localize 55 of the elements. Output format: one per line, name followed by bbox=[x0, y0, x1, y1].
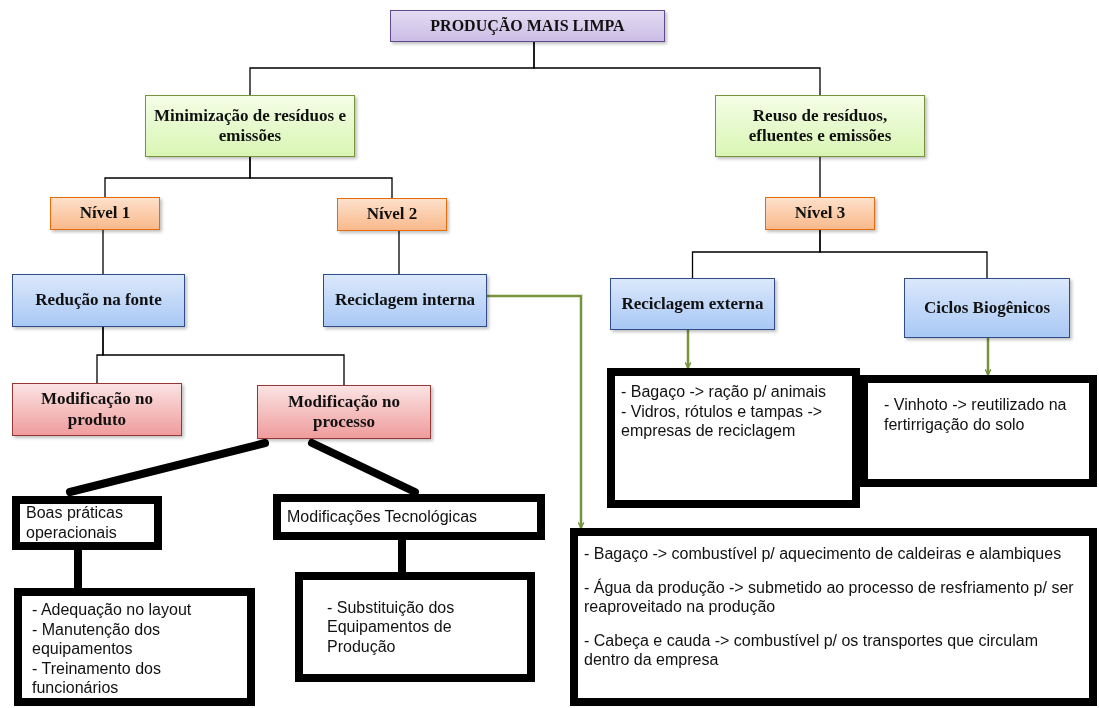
list-item: - Água da produção -> submetido ao processo de resfriamento p/ ser reaproveitado na produção bbox=[584, 577, 1075, 617]
concept-box bbox=[337, 198, 447, 231]
box-label: Minimização de resíduos e emissões bbox=[153, 105, 347, 147]
text-box bbox=[570, 528, 1097, 706]
text-box bbox=[295, 572, 535, 682]
arrow bbox=[684, 330, 692, 369]
connector-line bbox=[308, 439, 419, 496]
list-item: Boas práticas operacionais bbox=[26, 503, 124, 543]
box-label: Reciclagem externa bbox=[621, 293, 764, 315]
text-box bbox=[860, 375, 1097, 487]
text-box bbox=[273, 494, 545, 540]
concept-box bbox=[12, 274, 185, 327]
box-label: Modificação no processo bbox=[287, 391, 401, 433]
connector-line bbox=[398, 230, 400, 275]
list-item: Modificações Tecnológicas bbox=[287, 507, 479, 527]
list-item: - Bagaço -> combustível p/ aquecimento de caldeiras e alambiques bbox=[584, 544, 1063, 564]
box-label: Nível 1 bbox=[79, 203, 131, 224]
concept-box bbox=[145, 95, 355, 157]
concept-box bbox=[715, 95, 925, 157]
box-label: Reuso de resíduos, efluentes e emissões bbox=[747, 105, 893, 147]
concept-box bbox=[12, 383, 182, 436]
concept-box bbox=[257, 385, 431, 439]
box-label: Redução na fonte bbox=[35, 290, 162, 311]
list-item: - Adequação no layout bbox=[32, 600, 193, 620]
connector-line bbox=[533, 41, 821, 96]
arrow bbox=[487, 294, 585, 529]
connector-line bbox=[249, 156, 393, 199]
connector-line bbox=[819, 229, 988, 279]
box-label: Reciclagem interna bbox=[334, 290, 476, 311]
connector-line bbox=[102, 326, 345, 386]
box-label: Ciclos Biogênicos bbox=[923, 297, 1051, 319]
concept-box bbox=[50, 197, 160, 230]
concept-box bbox=[323, 274, 487, 327]
list-item: - Cabeça e cauda -> combustível p/ os transportes que circulam dentro da empresa bbox=[584, 630, 1039, 670]
concept-box bbox=[610, 278, 775, 330]
list-item: - Bagaço -> ração p/ animais bbox=[621, 382, 827, 402]
list-item: - Treinamento dos funcionários bbox=[32, 658, 162, 698]
box-label: PRODUÇÃO MAIS LIMPA bbox=[430, 16, 625, 36]
arrow bbox=[984, 338, 992, 376]
list-item: - Vinhoto -> reutilizado na fertirrigação do solo bbox=[884, 395, 1068, 435]
box-label: Nível 3 bbox=[794, 203, 846, 224]
list-item: - Substituição dos Equipamentos de Produção bbox=[327, 597, 456, 657]
box-label: Nível 2 bbox=[366, 204, 418, 225]
text-box bbox=[12, 496, 162, 550]
connector-line bbox=[102, 229, 104, 275]
text-box bbox=[607, 368, 860, 508]
concept-box bbox=[765, 197, 875, 230]
list-item: - Manutenção dos equipamentos bbox=[32, 619, 162, 659]
title-box bbox=[390, 10, 665, 42]
concept-box bbox=[904, 278, 1070, 338]
text-box bbox=[14, 588, 255, 706]
box-label: Modificação no produto bbox=[40, 389, 154, 430]
connector-line bbox=[66, 439, 269, 496]
connector-line bbox=[819, 156, 821, 198]
list-item: - Vidros, rótulos e tampas -> empresas de reciclagem bbox=[621, 401, 824, 441]
